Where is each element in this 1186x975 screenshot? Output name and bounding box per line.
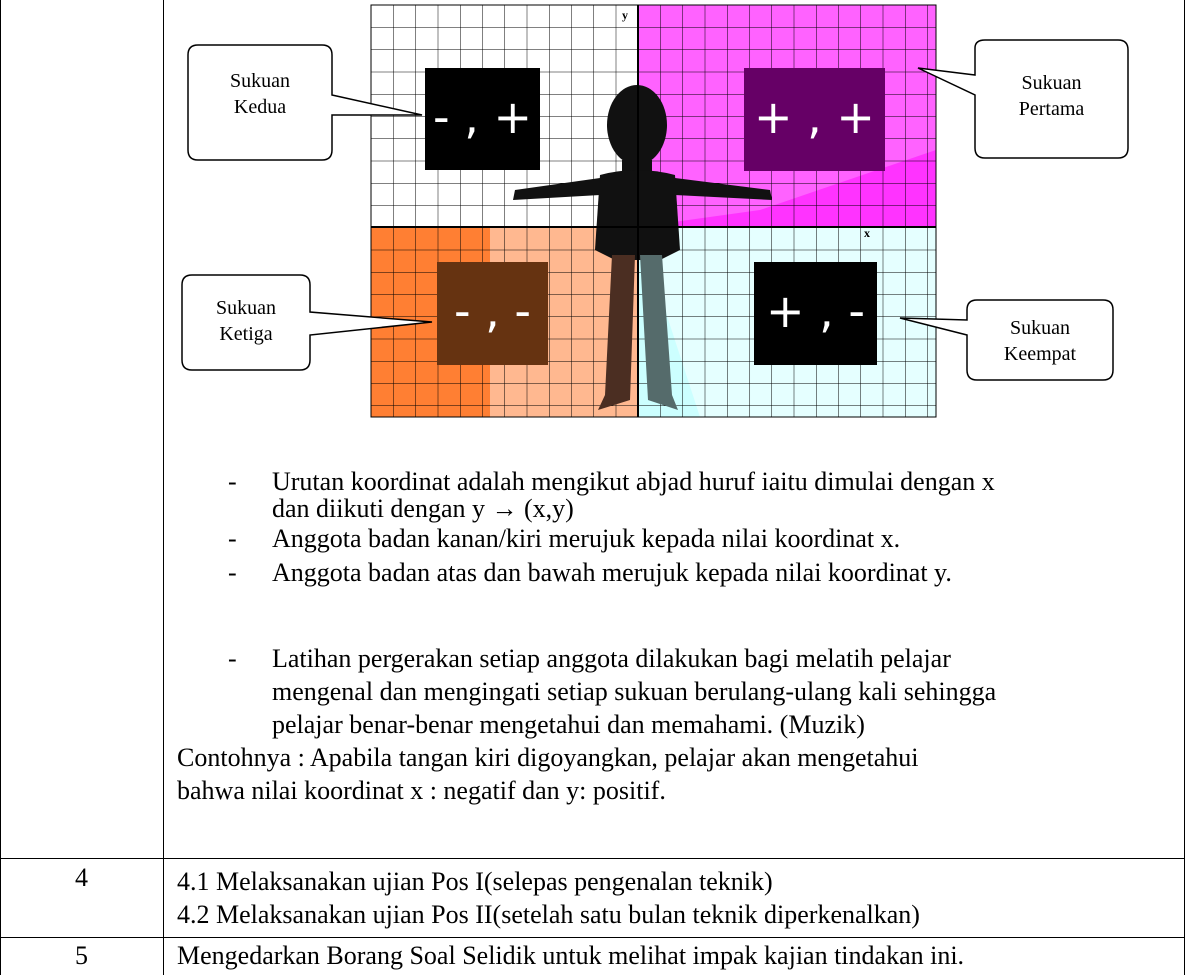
- quadrant-diagram: [181, 4, 1129, 418]
- bullet-dash: -: [228, 558, 237, 587]
- row-divider-4: [0, 858, 1185, 859]
- callout-keempat: [899, 299, 1114, 381]
- example-text: bahwa nilai koordinat x : negatif dan y:…: [177, 776, 666, 805]
- bullet-dash: -: [228, 524, 237, 553]
- example-text: Contohnya : Apabila tangan kiri digoyang…: [177, 743, 919, 772]
- callout-pertama: [917, 39, 1129, 159]
- note-text: Urutan koordinat adalah mengikut abjad h…: [272, 467, 995, 496]
- quadrant-3-sign: - , -: [453, 284, 532, 338]
- callout-kedua: [187, 44, 423, 161]
- quadrant-2-sign: - , +: [432, 90, 532, 144]
- note-text: Latihan pergerakan setiap anggota dilaku…: [272, 644, 951, 673]
- human-silhouette: [513, 85, 772, 410]
- note-text: mengenal dan mengingati setiap sukuan be…: [272, 677, 997, 706]
- note-text: Anggota badan kanan/kiri merujuk kepada …: [272, 524, 901, 553]
- quadrant-2-box: [425, 68, 540, 170]
- note-text: dan diikuti dengan y → (x,y): [272, 494, 574, 523]
- row-divider-5: [0, 937, 1185, 938]
- quadrant-1-box: [744, 68, 885, 171]
- table-left-border: [0, 0, 1, 975]
- callout-ketiga: [181, 274, 433, 371]
- row-text: Mengedarkan Borang Soal Selidik untuk me…: [177, 941, 965, 970]
- table-right-border: [1184, 0, 1185, 975]
- row-text: 4.2 Melaksanakan ujian Pos II(setelah sa…: [177, 900, 920, 929]
- row-number: 4: [75, 863, 88, 892]
- quadrant-4-sign: + , -: [765, 284, 865, 338]
- bullet-dash: -: [228, 467, 237, 496]
- note-text: Anggota badan atas dan bawah merujuk kep…: [272, 558, 952, 587]
- bullet-dash: -: [228, 644, 237, 673]
- figure-frame: [370, 4, 937, 418]
- quadrant-4-box: [754, 262, 877, 365]
- quadrant-1-sign: + , +: [754, 90, 875, 144]
- note-text: pelajar benar-benar mengetahui dan memah…: [272, 710, 865, 739]
- x-axis-label: x: [864, 226, 870, 240]
- y-axis-label: y: [622, 8, 628, 22]
- row-text: 4.1 Melaksanakan ujian Pos I(selepas pen…: [177, 867, 773, 896]
- table-column-divider: [163, 0, 164, 975]
- row-number: 5: [75, 941, 88, 970]
- quadrant-3-box: [437, 262, 548, 365]
